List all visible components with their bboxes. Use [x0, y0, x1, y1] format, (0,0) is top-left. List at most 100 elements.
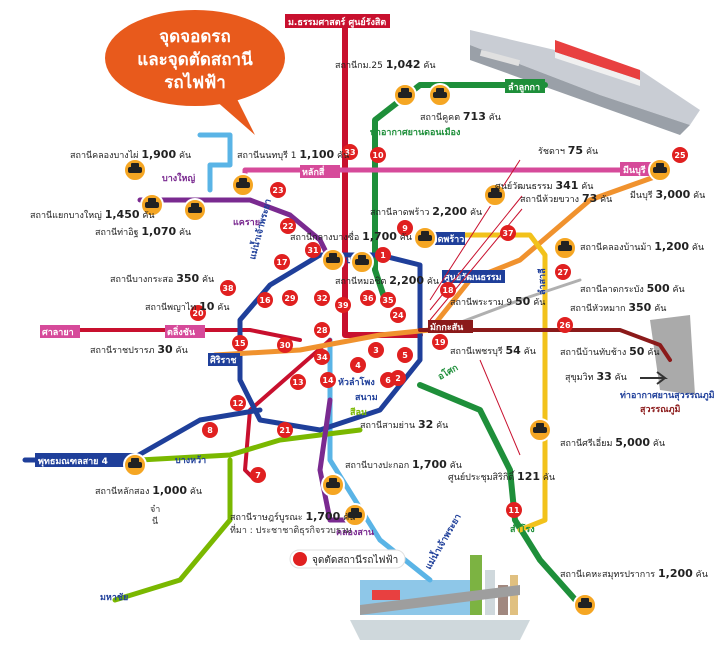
parking-label-22: สุขุมวิท 33 คัน: [565, 370, 627, 383]
terminal-bang-yai: บางใหญ่: [162, 172, 195, 184]
parking-label-17: สถานีลาดกระบัง 500 คัน: [580, 282, 685, 295]
parking-icons: [123, 83, 672, 617]
terminal-thailand-cultural: ศูนย์วัฒนธรรม: [444, 271, 502, 283]
terminal-min-buri: มีนบุรี: [623, 165, 646, 176]
silom-line-2: [112, 457, 233, 603]
interchange-pin-39: 39: [335, 297, 351, 313]
river-label-south: แม่น้ำเจ้าพระยา: [421, 511, 463, 571]
interchange-pin-19: 19: [432, 334, 448, 350]
parking-label-11: สถานีคลองบ้านม้า 1,200 คัน: [580, 240, 704, 253]
svg-text:35: 35: [382, 296, 394, 305]
parking-label-21: สถานีบ้านทับช้าง 50 คัน: [560, 345, 660, 358]
svg-text:21: 21: [279, 426, 291, 435]
interchange-pin-30: 30: [277, 337, 293, 353]
parking-label-6: รัชดาฯ 75 คัน: [538, 144, 598, 157]
svg-text:9: 9: [402, 224, 408, 233]
interchange-pin-9: 9: [397, 220, 413, 236]
parking-car-icon: [343, 503, 367, 527]
svg-text:19: 19: [434, 338, 446, 347]
interchange-pin-37: 37: [500, 225, 516, 241]
svg-text:17: 17: [276, 258, 287, 267]
parking-label-3: สถานีนนทบุรี 1 1,100 คัน: [237, 148, 349, 161]
interchange-pin-22: 22: [280, 218, 296, 234]
parking-car-icon: [573, 593, 597, 617]
parking-car-icon: [428, 83, 452, 107]
terminal-asok: อโศก: [436, 362, 461, 383]
svg-text:4: 4: [355, 361, 361, 370]
terminal-khae-rai: แคราย: [233, 218, 260, 228]
terminal-salaya: ศาลายา: [42, 328, 74, 338]
parking-label-24: สถานีศรีเอี่ยม 5,000 คัน: [560, 436, 665, 449]
svg-text:14: 14: [322, 376, 334, 385]
svg-text:16: 16: [259, 296, 271, 305]
interchange-pin-14: 14: [320, 372, 336, 388]
interchange-pin-35: 35: [380, 292, 396, 308]
parking-car-icon: [183, 198, 207, 222]
legend-pin-icon: [293, 552, 307, 566]
svg-text:10: 10: [372, 151, 384, 160]
svg-text:29: 29: [284, 294, 296, 303]
airport-link-line: [418, 328, 672, 362]
parking-label-2: สถานีคลองบางไผ่ 1,900 คัน: [70, 148, 191, 161]
terminal-lam-luk-ka: ลำลูกกา: [508, 82, 540, 93]
svg-text:6: 6: [385, 376, 391, 385]
skytrain-illustration: [470, 30, 700, 135]
parking-label-26: ศูนย์ประชุมสิริกิติ์ 121 คัน: [448, 470, 555, 483]
terminal-suvarnabhumi: สุวรรณภูมิ: [640, 404, 680, 415]
svg-text:15: 15: [234, 339, 246, 348]
parking-label-1: สถานีคูคต 713 คัน: [420, 110, 501, 123]
parking-car-icon: [648, 158, 672, 182]
interchange-pin-18: 18: [440, 282, 456, 298]
title-bubble: จุดจอดรถ และจุดตัดสถานี รถไฟฟ้า: [105, 10, 285, 135]
interchange-pin-20: 20: [190, 305, 206, 321]
interchange-pin-29: 29: [282, 290, 298, 306]
svg-text:33: 33: [344, 148, 355, 157]
parking-label-27: สถานีหลักสอง 1,000 คัน: [95, 484, 202, 497]
interchange-pin-13: 13: [290, 374, 306, 390]
svg-text:39: 39: [337, 301, 349, 310]
svg-text:34: 34: [316, 353, 328, 362]
parking-car-icon: [483, 183, 507, 207]
parking-car-icon: [393, 83, 417, 107]
terminal-sanam: สนาม: [355, 393, 378, 403]
svg-text:11: 11: [508, 506, 520, 515]
interchange-pin-6: 6: [380, 372, 396, 388]
terminal-samrong: สำโรง: [510, 523, 535, 535]
svg-text:18: 18: [442, 286, 454, 295]
legend: จุดตัดสถานีรถไฟฟ้า: [289, 549, 406, 569]
parking-label-19: สถานีราชปรารภ 30 คัน: [90, 343, 188, 356]
interchange-pin-7: 7: [250, 467, 266, 483]
silom-line: [137, 427, 363, 463]
svg-text:27: 27: [557, 268, 568, 277]
terminal-mahachai: มหาชัย: [100, 592, 128, 603]
parking-label-15: สถานีพญาไท 10 คัน: [145, 300, 229, 313]
svg-text:20: 20: [192, 309, 204, 318]
svg-text:5: 5: [402, 351, 408, 360]
terminal-lam-sali: ลำสาลี: [537, 268, 548, 295]
interchange-pin-17: 17: [274, 254, 290, 270]
bubble-line-3: รถไฟฟ้า: [164, 72, 226, 93]
svg-text:22: 22: [282, 222, 293, 231]
parking-label-29: สถานีเคหะสมุทรปราการ 1,200 คัน: [560, 567, 708, 580]
blue-line-west: [22, 407, 263, 463]
parking-label-16: สถานีพระราม 9 50 คัน: [450, 295, 545, 308]
interchange-pin-16: 16: [257, 292, 273, 308]
parking-label-4: สถานีแยกบางใหญ่ 1,450 คัน: [30, 208, 155, 221]
svg-text:7: 7: [255, 471, 261, 480]
stray-text-ni: นี: [152, 516, 158, 527]
svg-text:24: 24: [392, 311, 404, 320]
red-line-west: [43, 328, 302, 342]
terminal-khlong-san: คลองสาน: [336, 528, 375, 538]
interchange-pin-1: 1: [375, 247, 391, 263]
terminal-hua-lamphong: หัวลำโพง: [338, 376, 375, 388]
svg-text:37: 37: [502, 229, 513, 238]
parking-label-0: สถานีกม.25 1,042 คัน: [335, 58, 436, 71]
terminal-siriraj: ศิริราช: [210, 355, 237, 366]
parking-label-5: สถานีท่าอิฐ 1,070 คัน: [95, 225, 191, 238]
terminal-lak-si: หลักสี่: [302, 165, 325, 178]
interchange-pin-34: 34: [314, 349, 330, 365]
parking-car-icon: [350, 250, 374, 274]
parking-label-10: มีนบุรี 3,000 คัน: [630, 188, 705, 201]
